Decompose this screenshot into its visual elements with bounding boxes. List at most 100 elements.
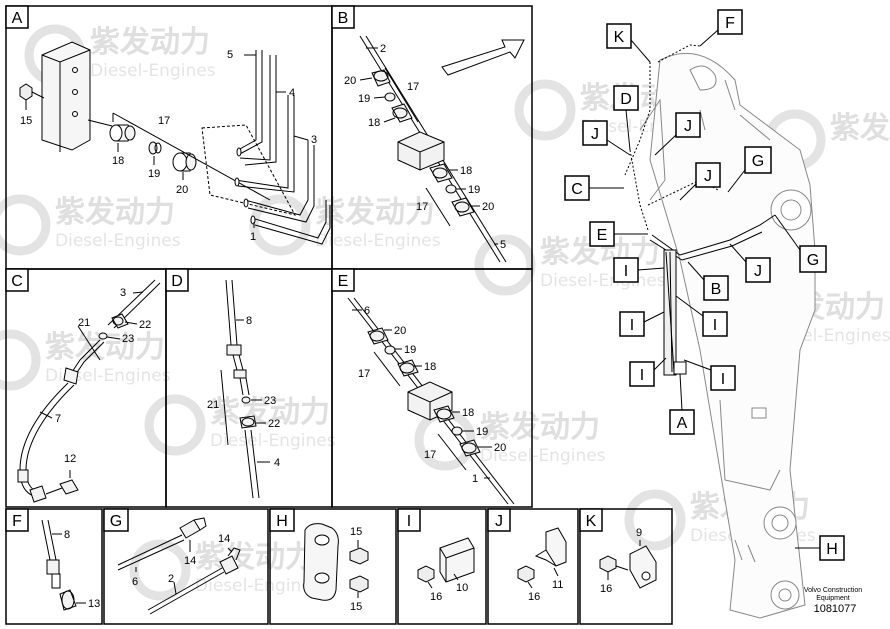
part-14-g-upper <box>179 517 207 539</box>
callout-g1-text: G <box>752 153 764 170</box>
clamp-plate-h <box>303 523 339 601</box>
callout-e-text: E <box>597 227 608 244</box>
part-22-c <box>111 313 129 329</box>
part-13-f <box>59 589 77 611</box>
label-13: 13 <box>88 598 100 610</box>
callout-h: H <box>795 535 845 561</box>
label-17-upper: 17 <box>407 81 419 93</box>
watermark-brand: 紫发动力 <box>480 410 600 445</box>
callout-k-text: K <box>614 29 625 46</box>
watermark-brand: 紫发动力 <box>55 195 175 230</box>
watermark-brand: 紫发动力 <box>195 540 315 575</box>
panel-d-label: D <box>171 273 183 290</box>
part-20-e-upper <box>367 327 389 345</box>
part-19-lower <box>445 184 457 194</box>
panel-g-content: 14 6 14 2 <box>117 517 241 615</box>
panel-frames <box>5 5 673 625</box>
panel-d-content: 8 21 23 22 4 <box>207 279 280 499</box>
callout-k: K <box>606 23 651 63</box>
panel-k-content: 9 16 <box>599 527 657 595</box>
watermark-sub: Diesel-Engines <box>210 431 336 451</box>
panel-f-content: 8 13 <box>41 519 100 611</box>
label-4: 4 <box>274 457 280 469</box>
callout-j1-text: J <box>591 126 599 143</box>
callout-i3-text: I <box>713 317 717 334</box>
part-18-e-upper <box>397 359 419 377</box>
bolt-16-j <box>517 565 535 583</box>
label-15-upper: 15 <box>350 526 362 538</box>
panel-c-frame <box>5 268 167 508</box>
panel-e-frame <box>331 268 533 508</box>
part-18 <box>109 124 136 142</box>
callout-j-2: J <box>654 112 701 156</box>
boom-hose-routing <box>624 44 776 376</box>
watermark-sub: Diesel-Engines <box>540 271 666 291</box>
direction-arrow-icon <box>441 39 525 76</box>
boom-illustration <box>639 52 816 619</box>
label-5: 5 <box>500 239 506 251</box>
panel-c-content: 3 22 23 21 7 12 <box>17 279 161 503</box>
footer-brand-line1: Volvo Construction <box>804 587 862 594</box>
panel-h-label: H <box>276 513 288 530</box>
hose-fitting-f <box>46 559 61 589</box>
callout-a-text: A <box>677 415 688 432</box>
panel-e-letter: E <box>331 268 355 292</box>
label-18-lower: 18 <box>460 165 472 177</box>
panel-k-frame <box>579 508 673 625</box>
label-20-lower: 20 <box>494 442 506 454</box>
part-20-e-lower <box>459 439 481 457</box>
label-20: 20 <box>176 184 188 196</box>
callout-i4-text: I <box>640 367 644 384</box>
label-19-lower: 19 <box>468 184 480 196</box>
label-23: 23 <box>264 395 276 407</box>
callout-i-2: I <box>619 311 665 337</box>
watermark-sub: Diesel-Engines <box>90 61 216 81</box>
callout-j2-text: J <box>684 118 692 135</box>
label-15-lower: 15 <box>350 601 362 613</box>
panel-g-label: G <box>110 513 122 530</box>
label-8: 8 <box>64 529 70 541</box>
watermark-8: 紫发动力 Diesel-Engines <box>144 394 336 456</box>
label-6: 6 <box>364 305 370 317</box>
callout-b: B <box>687 261 729 301</box>
panel-i-label: I <box>407 513 411 530</box>
callout-c-text: C <box>571 181 583 198</box>
watermark-11: 紫发动力 Diesel-Engines <box>129 539 321 601</box>
panel-d-frame <box>165 268 333 508</box>
part-20-lower <box>451 197 475 217</box>
part-19-e-lower <box>451 426 463 436</box>
watermark-7: 紫发动力 Diesel-Engines <box>0 329 171 391</box>
bracket-11 <box>534 527 567 567</box>
callout-f: F <box>699 9 743 47</box>
label-21: 21 <box>207 399 219 411</box>
callout-a: A <box>669 373 695 435</box>
panel-h-content: 15 15 <box>303 523 369 613</box>
label-18-upper: 18 <box>424 361 436 373</box>
label-23: 23 <box>122 333 134 345</box>
diagram-number: 1081077 <box>814 603 857 615</box>
panel-a-letter: A <box>5 5 29 29</box>
label-17-lower: 17 <box>424 449 436 461</box>
callout-i-4: I <box>629 357 667 387</box>
footer-brand-line2: Equipment <box>816 595 850 602</box>
label-19: 19 <box>148 168 160 180</box>
label-2: 2 <box>168 573 174 585</box>
label-10: 10 <box>456 582 468 594</box>
panel-e-label: E <box>338 273 349 290</box>
label-19-lower: 19 <box>476 426 488 438</box>
hose-fitting-lower <box>17 469 47 503</box>
label-18-lower: 18 <box>462 407 474 419</box>
panel-f-frame <box>5 508 103 625</box>
part-22-d <box>239 415 257 429</box>
footer: Volvo Construction Equipment 1081077 <box>804 587 862 615</box>
part-19 <box>148 141 162 155</box>
watermark-brand: 紫发动力 <box>830 111 890 146</box>
callout-i-3: I <box>675 295 728 337</box>
watermark-4: 紫发动力 Diesel-Engines <box>249 194 441 256</box>
panel-c-letter: C <box>5 268 29 292</box>
clamp-block <box>41 41 91 152</box>
panel-h-frame <box>269 508 397 625</box>
callout-g-1: G <box>727 146 772 193</box>
panel-j-letter: J <box>487 508 511 532</box>
